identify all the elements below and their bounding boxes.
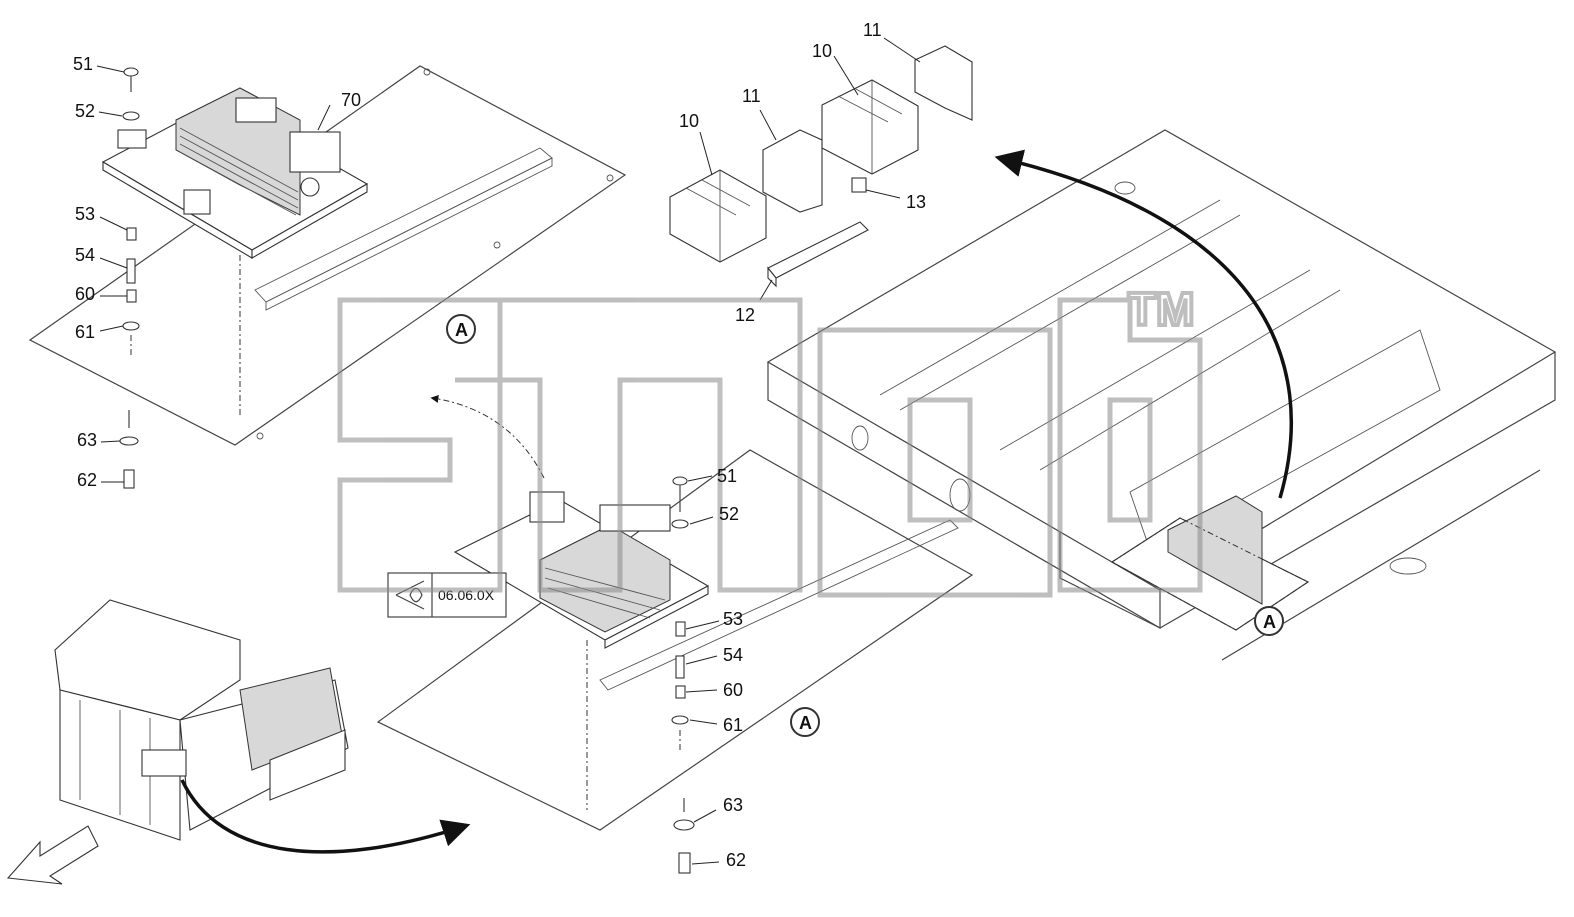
- callout-61: 61: [723, 715, 743, 735]
- callout-61: 61: [75, 322, 95, 342]
- callout-labels: 51 52 53 54 60 61 63 62 70 10 11 10 11 1…: [73, 20, 926, 870]
- leaders-center: [685, 475, 720, 865]
- callout-10: 10: [679, 111, 699, 131]
- view-reference-box: 06.06.0X: [387, 572, 507, 618]
- callout-62: 62: [726, 850, 746, 870]
- callout-11: 11: [742, 86, 761, 106]
- cabinet-board: [1110, 495, 1310, 631]
- svg-text:A: A: [455, 320, 468, 340]
- callout-52: 52: [75, 101, 95, 121]
- watermark-logo: TM: [337, 281, 1203, 598]
- svg-text:A: A: [1263, 612, 1276, 632]
- paver-machine-illustration: [54, 599, 349, 841]
- fuse-block-left: [669, 169, 767, 263]
- callout-62: 62: [77, 470, 97, 490]
- arrow-icon: [6, 825, 99, 885]
- callout-60: 60: [723, 680, 743, 700]
- callout-63: 63: [77, 430, 97, 450]
- callout-63: 63: [723, 795, 743, 815]
- circuit-board-center: [453, 491, 710, 649]
- callout-60: 60: [75, 284, 95, 304]
- flow-arrow-cabinet: [994, 149, 1293, 499]
- control-cabinet: [766, 129, 1557, 661]
- svg-text:A: A: [799, 713, 812, 733]
- callout-54: 54: [75, 245, 95, 265]
- callout-53: 53: [75, 204, 95, 224]
- callout-51: 51: [717, 466, 737, 486]
- mounting-plate-top: [28, 65, 627, 446]
- flow-arrow-machine: [180, 779, 471, 854]
- end-plate-lower: [762, 129, 823, 213]
- motion-arrow-dashed: [430, 394, 545, 479]
- callout-12: 12: [735, 305, 755, 325]
- hardware-stack-left: [119, 67, 140, 489]
- callout-51: 51: [73, 54, 93, 74]
- detail-mark-a-top: A: [446, 314, 476, 344]
- callout-53: 53: [723, 609, 743, 629]
- detail-mark-a-cabinet: A: [1254, 606, 1284, 636]
- din-rail-12: [767, 221, 869, 288]
- mounting-plate-center: [376, 449, 974, 831]
- watermark-tm: TM: [1128, 283, 1194, 335]
- end-plate-upper: [914, 45, 973, 121]
- callout-13: 13: [906, 192, 926, 212]
- callout-70: 70: [341, 90, 361, 110]
- callout-10: 10: [812, 41, 832, 61]
- hardware-stack-center: [671, 476, 695, 874]
- fuse-block-right: [821, 79, 919, 175]
- leaders-fuses: [699, 37, 921, 301]
- connector-13: [851, 177, 867, 193]
- leaders-left: [96, 65, 331, 483]
- callout-54: 54: [723, 645, 743, 665]
- callout-52: 52: [719, 504, 739, 524]
- callout-11: 11: [863, 20, 882, 40]
- detail-mark-a-center: A: [790, 707, 820, 737]
- circuit-board-70: [101, 87, 369, 259]
